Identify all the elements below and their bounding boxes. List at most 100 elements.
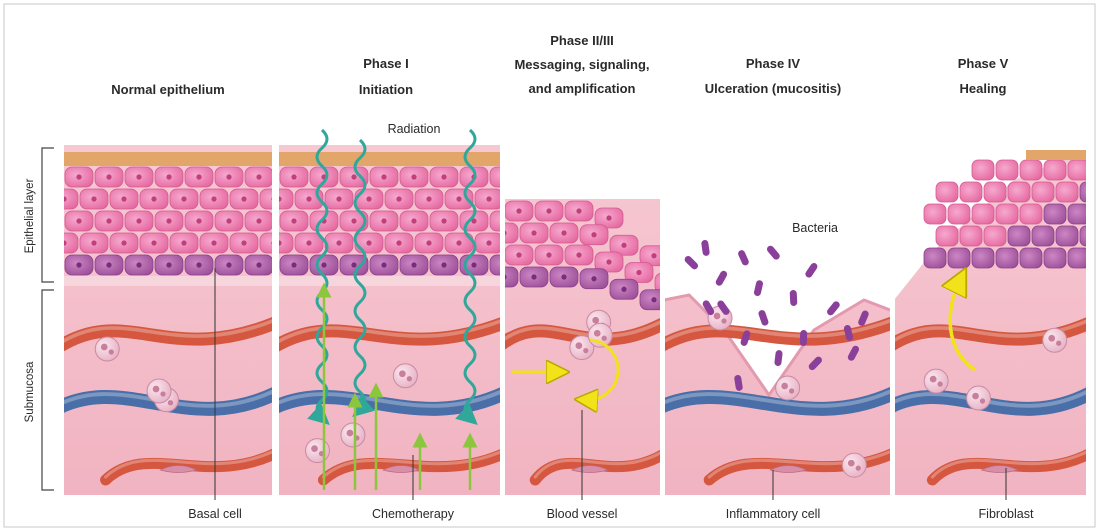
cell-nucleus [306, 196, 311, 201]
cell-nucleus [546, 252, 551, 257]
phase-4-title: Phase IV [746, 56, 801, 71]
cell-nucleus [336, 240, 341, 245]
cell-nucleus [306, 240, 311, 245]
inflammatory-cell [924, 369, 948, 393]
cell-nucleus [972, 393, 979, 400]
cell-nucleus [486, 240, 491, 245]
cell-nucleus [351, 262, 356, 267]
epithelial-cell [972, 160, 994, 180]
epithelial-cell [996, 204, 1018, 224]
cell-nucleus [136, 174, 141, 179]
epithelial-cell [984, 182, 1006, 202]
phase-2-subtitle-line2: and amplification [529, 81, 636, 96]
cell-nucleus [46, 262, 51, 267]
basal-cell [1056, 226, 1078, 246]
cell-nucleus [106, 218, 111, 223]
bacteria-label: Bacteria [792, 221, 838, 235]
cell-nucleus [606, 259, 611, 264]
phase-4-subtitle: Ulceration (mucositis) [705, 81, 842, 96]
epithelial-cell [1008, 182, 1030, 202]
cell-nucleus [1056, 341, 1061, 346]
cell-nucleus [531, 274, 536, 279]
cell-nucleus [411, 174, 416, 179]
cell-nucleus [381, 262, 386, 267]
cell-nucleus [291, 218, 296, 223]
epithelial-cell [1044, 160, 1066, 180]
cell-nucleus [471, 262, 476, 267]
epithelial-cell [972, 204, 994, 224]
basal-cell [1032, 226, 1054, 246]
cell-nucleus [546, 208, 551, 213]
cell-nucleus [166, 218, 171, 223]
surface-layer [64, 152, 272, 166]
epithelial-cell [1020, 160, 1042, 180]
cell-nucleus [181, 240, 186, 245]
cell-nucleus [168, 400, 173, 405]
phase-0-subtitle: Normal epithelium [111, 82, 224, 97]
cell-nucleus [256, 262, 261, 267]
cell-nucleus [789, 388, 794, 393]
cell-nucleus [592, 317, 599, 324]
cell-nucleus [441, 218, 446, 223]
inflammatory-cell [95, 337, 119, 361]
cell-nucleus [561, 274, 566, 279]
panel-divider [660, 140, 665, 500]
cell-nucleus [381, 218, 386, 223]
cell-nucleus [151, 240, 156, 245]
cell-nucleus [426, 196, 431, 201]
cell-nucleus [121, 196, 126, 201]
cell-nucleus [980, 398, 985, 403]
cell-nucleus [591, 232, 596, 237]
cell-nucleus [486, 196, 491, 201]
cell-nucleus [291, 174, 296, 179]
cell-nucleus [61, 240, 66, 245]
cell-nucleus [46, 174, 51, 179]
cell-nucleus [291, 262, 296, 267]
cell-nucleus [602, 336, 607, 341]
cell-nucleus [781, 383, 788, 390]
cell-nucleus [136, 262, 141, 267]
surface-layer [1026, 150, 1086, 160]
basal-cell [1080, 226, 1099, 246]
cell-nucleus [938, 381, 943, 386]
cell-nucleus [351, 218, 356, 223]
phase-5-title: Phase V [958, 56, 1009, 71]
cell-nucleus [166, 174, 171, 179]
inflammatory-cell [306, 439, 330, 463]
cell-nucleus [121, 240, 126, 245]
cell-nucleus [441, 174, 446, 179]
cell-nucleus [241, 240, 246, 245]
cell-nucleus [226, 174, 231, 179]
cell-nucleus [196, 174, 201, 179]
cell-nucleus [721, 318, 726, 323]
cell-nucleus [106, 174, 111, 179]
cell-nucleus [160, 391, 165, 396]
panel-divider [500, 140, 505, 500]
cell-nucleus [411, 262, 416, 267]
basal-cell [972, 248, 994, 268]
phase-2-subtitle: Messaging, signaling, [514, 57, 649, 72]
cell-nucleus [651, 297, 656, 302]
inflammatory-cell [1043, 328, 1067, 352]
cell-nucleus [311, 445, 318, 452]
cell-nucleus [399, 370, 406, 377]
basal-cell [996, 248, 1018, 268]
cell-nucleus [636, 270, 641, 275]
cell-nucleus [153, 386, 160, 393]
cell-nucleus [181, 196, 186, 201]
bacterium [800, 330, 808, 346]
basal-cell [1044, 204, 1066, 224]
cell-nucleus [396, 196, 401, 201]
cell-nucleus [166, 262, 171, 267]
cell-nucleus [411, 218, 416, 223]
inflammatory-cell [393, 364, 417, 388]
inflammatory-cell [341, 423, 365, 447]
cell-nucleus [561, 230, 566, 235]
epithelial-cell [948, 204, 970, 224]
cell-nucleus [848, 460, 855, 467]
epithelial-cell [1020, 204, 1042, 224]
cell-nucleus [321, 262, 326, 267]
cell-nucleus [396, 240, 401, 245]
